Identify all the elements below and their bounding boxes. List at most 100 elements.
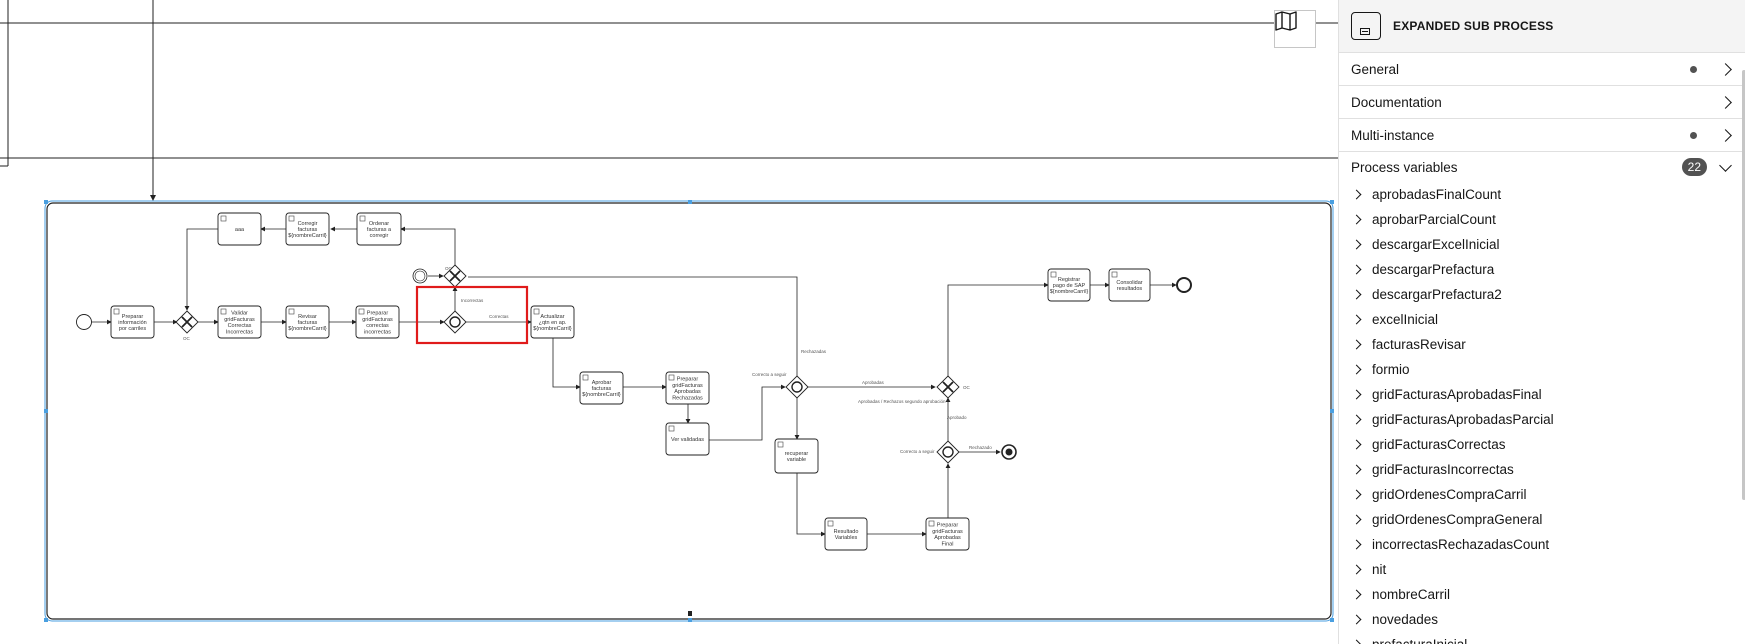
panel-title: EXPANDED SUB PROCESS [1393,19,1554,33]
chevron-right-icon [1351,589,1362,600]
task-t8[interactable]: Ver validadas [665,422,710,456]
task-label: Registrar [1058,277,1080,283]
inclusive-gateway[interactable] [785,375,809,399]
exclusive-gateway[interactable] [175,310,199,334]
chevron-right-icon [1351,639,1362,644]
script-task-icon [113,308,120,315]
variable-item[interactable]: descargarExcelInicial [1339,232,1745,257]
task-t14[interactable]: aaa [217,212,262,246]
chevron-right-icon [1351,614,1362,625]
group-documentation[interactable]: Documentation [1339,86,1745,119]
variable-item[interactable]: gridFacturasAprobadasFinal [1339,382,1745,407]
task-label: Preparar [122,314,144,320]
exclusive-gateway[interactable] [443,264,467,288]
expanded-subprocess[interactable] [46,202,1332,620]
task-label: Corregir [298,221,318,227]
task-label: Preparar [677,377,699,383]
variable-item[interactable]: nombreCarril [1339,582,1745,607]
variable-name: formio [1372,362,1410,377]
group-multi-instance[interactable]: Multi-instance [1339,119,1745,152]
chevron-right-icon [1719,62,1732,76]
start-event[interactable] [76,314,92,330]
variable-item[interactable]: descargarPrefactura [1339,257,1745,282]
end-event[interactable] [1176,277,1192,293]
variable-item[interactable]: formio [1339,357,1745,382]
group-process-variables[interactable]: Process variables 22 [1339,152,1745,182]
task-label: Variables [835,535,858,541]
task-label: gridFacturas [362,317,393,323]
task-label: ¿qtn en ap. [539,320,567,326]
task-label: Incorrectas [226,329,253,335]
variable-item[interactable]: nit [1339,557,1745,582]
script-task-icon [668,374,675,381]
inclusive-gateway[interactable] [443,310,467,334]
variable-item[interactable]: gridOrdenesCompraCarril [1339,482,1745,507]
exclusive-gateway[interactable] [936,375,960,399]
variable-item[interactable]: descargarPrefactura2 [1339,282,1745,307]
gateway-label: OC [963,385,971,390]
script-task-icon [582,374,589,381]
gateway-label: OC [445,266,453,271]
group-general[interactable]: General [1339,53,1745,86]
task-label: gridFacturas [932,529,963,535]
task-label: incorrectas [364,329,391,335]
variable-name: facturasRevisar [1372,337,1466,352]
group-label: Multi-instance [1351,127,1435,143]
variable-count-badge: 22 [1681,158,1707,176]
task-label: resultados [1117,286,1143,292]
variable-name: nombreCarril [1372,587,1451,602]
task-label: Revisar [298,314,317,320]
flow-label: Aprobadas [862,380,885,385]
task-t5[interactable]: Actualizar¿qtn en ap.${nombreCarril} [530,305,575,339]
variable-name: incorrectasRechazadasCount [1372,537,1550,552]
end-event-terminate[interactable] [1001,444,1017,460]
variable-item[interactable]: prefacturaInicial [1339,632,1745,644]
chevron-right-icon [1351,239,1362,250]
chevron-right-icon [1351,514,1362,525]
resize-handle[interactable] [688,611,692,616]
variable-item[interactable]: gridFacturasCorrectas [1339,432,1745,457]
task-label: ${nombreCarril} [288,233,327,239]
chevron-right-icon [1351,389,1362,400]
variable-item[interactable]: excelInicial [1339,307,1745,332]
map-toggle-button[interactable] [1274,10,1316,48]
task-label: facturas [298,320,318,326]
panel-header: EXPANDED SUB PROCESS [1339,0,1745,53]
task-label: información [118,320,146,326]
scrollbar[interactable] [1742,70,1745,500]
chevron-right-icon [1351,414,1362,425]
variable-item[interactable]: gridFacturasAprobadasParcial [1339,407,1745,432]
selection-handles[interactable] [44,200,1334,622]
task-label: Preparar [937,523,959,529]
selected-element-highlight[interactable] [415,285,529,345]
variable-item[interactable]: novedades [1339,607,1745,632]
variable-item[interactable]: gridOrdenesCompraGeneral [1339,507,1745,532]
variable-item[interactable]: aprobarParcialCount [1339,207,1745,232]
group-label: General [1351,61,1400,77]
variable-item[interactable]: incorrectasRechazadasCount [1339,532,1745,557]
variable-item[interactable]: aprobadasFinalCount [1339,182,1745,207]
variable-name: descargarPrefactura [1372,262,1495,277]
script-task-icon [1111,271,1118,278]
boundary-event[interactable] [412,268,428,284]
variable-item[interactable]: gridFacturasIncorrectas [1339,457,1745,482]
inclusive-gateway[interactable] [936,440,960,464]
variable-item[interactable]: facturasRevisar [1339,332,1745,357]
